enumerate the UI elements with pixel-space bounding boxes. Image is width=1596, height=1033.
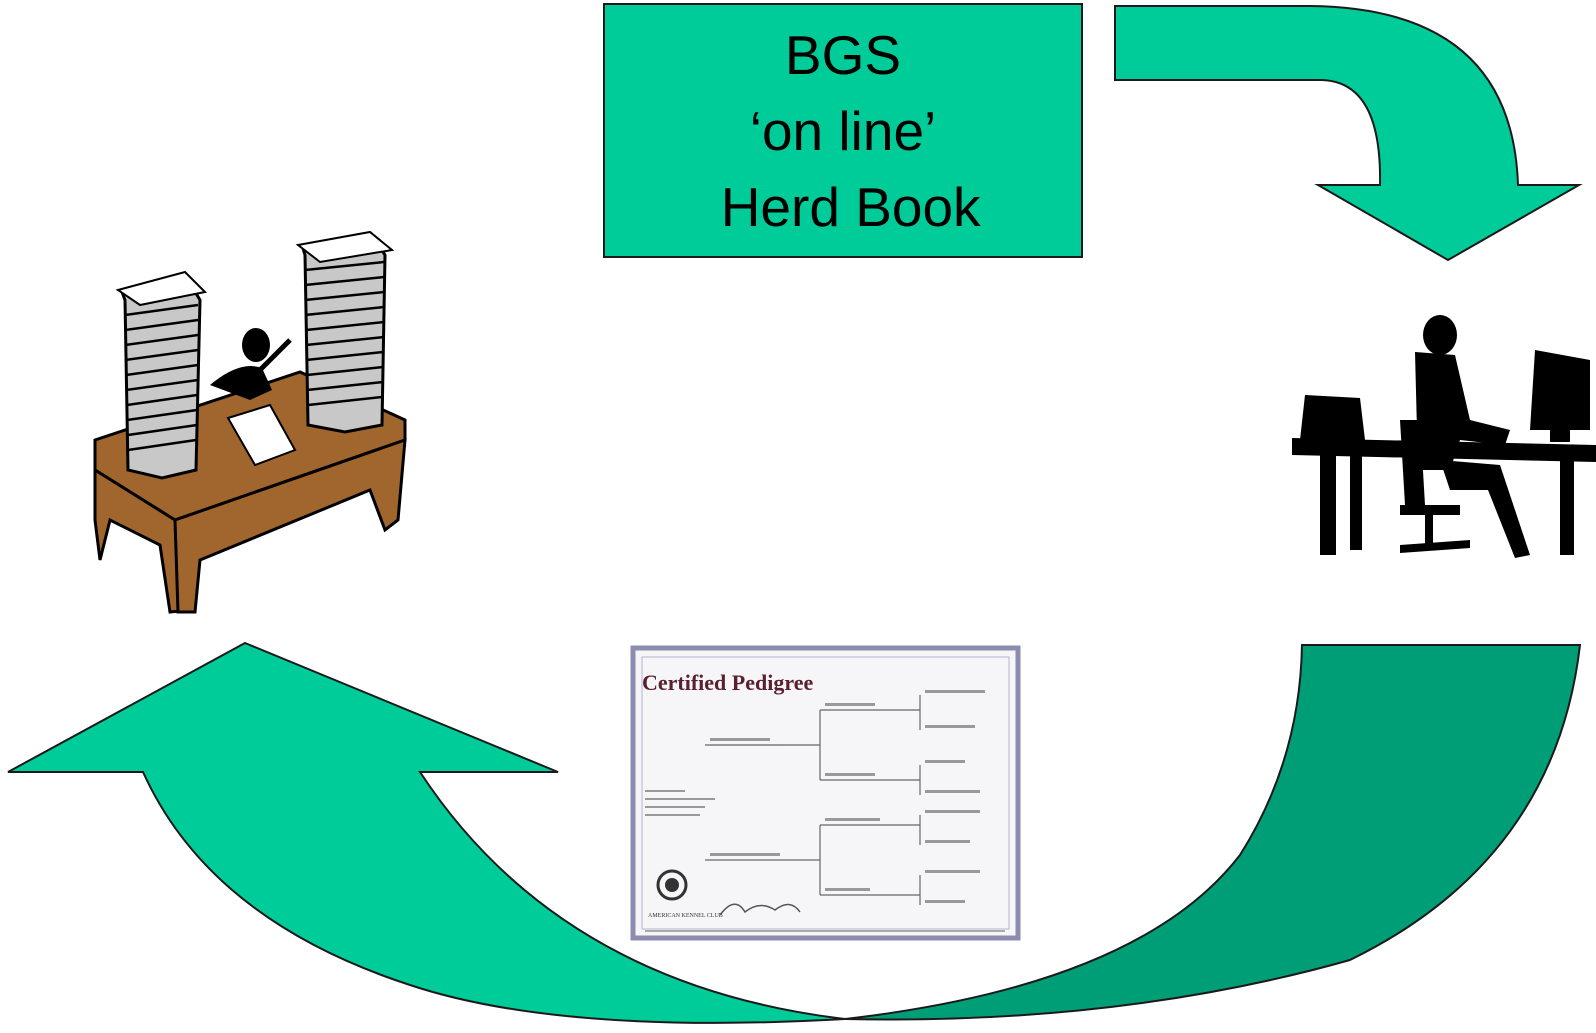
certificate-seal-text: AMERICAN KENNEL CLUB xyxy=(648,913,723,919)
arrow-to-computer xyxy=(1114,5,1583,262)
computer-worker-icon xyxy=(1292,315,1596,558)
herd-book-box: BGS ‘on line’ Herd Book xyxy=(603,3,1083,258)
box-line-2: ‘on line’ xyxy=(749,99,937,162)
pedigree-certificate-icon: Certified Pedigree AMERICAN KENNEL CLUB xyxy=(630,645,1021,941)
arrow-computer-to-certificate xyxy=(844,644,1582,1021)
box-line-1: BGS xyxy=(784,23,902,86)
arrow-to-desk xyxy=(7,641,846,1024)
paperwork-desk-icon xyxy=(93,230,407,614)
box-line-3: Herd Book xyxy=(705,175,981,238)
certificate-title: Certified Pedigree xyxy=(642,670,813,695)
